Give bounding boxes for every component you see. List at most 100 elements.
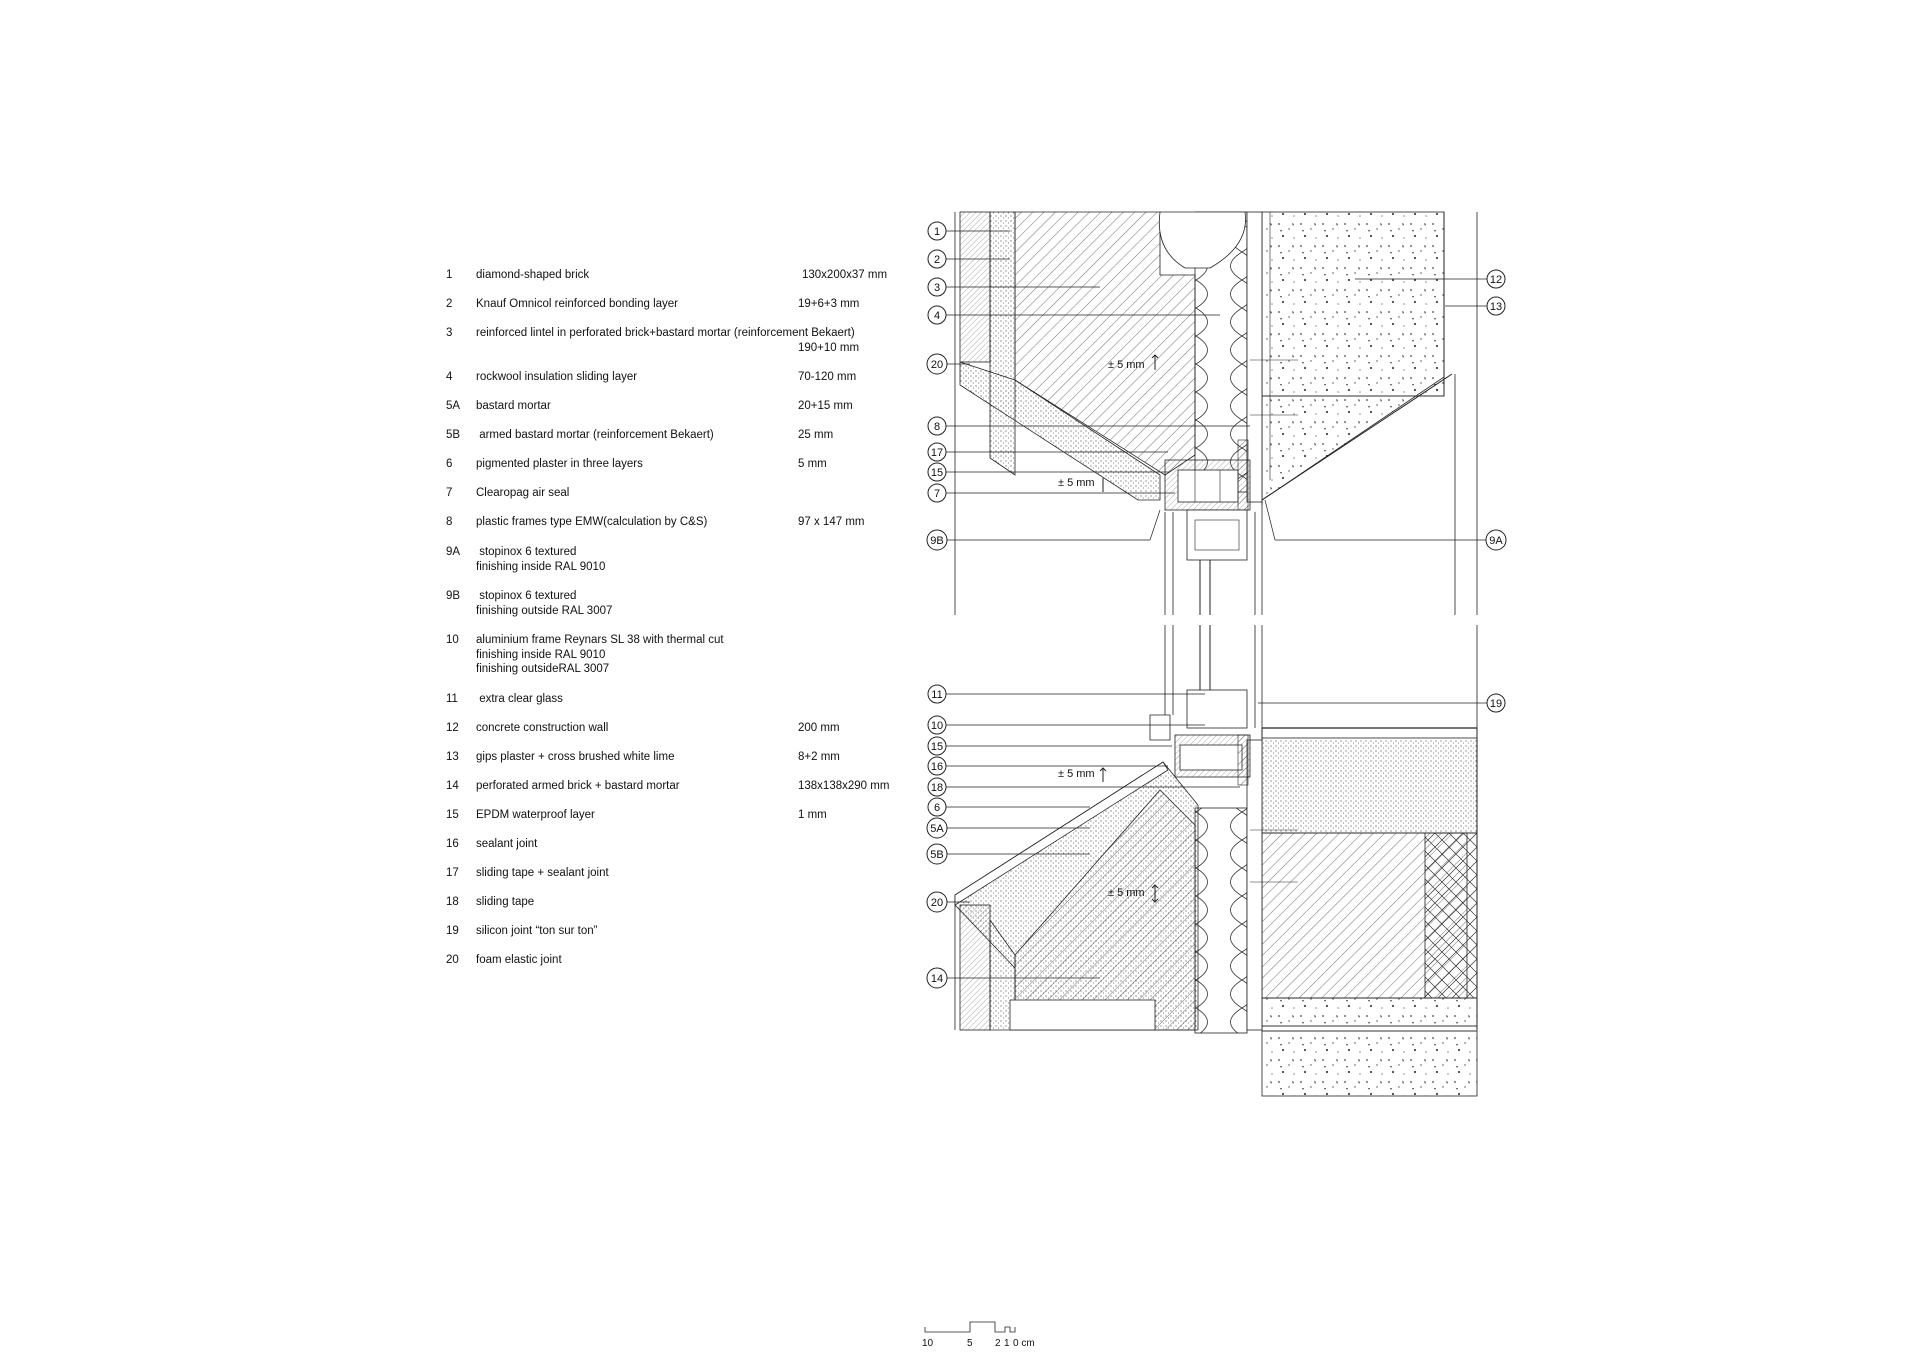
svg-text:18: 18 [931, 782, 943, 794]
svg-text:13: 13 [1490, 301, 1502, 313]
legend-dimension: 8+2 mm [798, 751, 840, 763]
legend-description: foam elastic joint [476, 954, 562, 966]
legend-dimension: 20+15 mm [798, 400, 853, 412]
callout-4: 4 [927, 305, 1220, 325]
svg-text:9B: 9B [930, 535, 943, 547]
callout-19: 19 [1258, 693, 1506, 713]
callout-9B: 9B [926, 509, 1161, 551]
legend-number: 2 [446, 298, 453, 310]
scale-label-5: 5 [967, 1338, 973, 1349]
legend-dimension: 5 mm [798, 458, 827, 470]
svg-text:12: 12 [1490, 274, 1502, 286]
callout-20: 20 [926, 353, 970, 375]
svg-text:8: 8 [934, 421, 940, 433]
callout-3: 3 [927, 277, 1100, 297]
callout-15-bottom: 15 [927, 736, 1172, 756]
scale-label-10: 10 [922, 1338, 934, 1349]
callout-11: 11 [927, 684, 1205, 704]
legend-number: 14 [446, 780, 459, 792]
tolerance-label: ± 5 mm [1058, 768, 1095, 780]
legend-description: rockwool insulation sliding layer [476, 371, 638, 383]
callout-14: 14 [926, 967, 1100, 989]
callout-20-bottom: 20 [926, 891, 970, 913]
legend-description: armed bastard mortar (reinforcement Beka… [476, 429, 714, 441]
svg-text:11: 11 [931, 689, 942, 701]
callout-5A: 5A [926, 817, 1090, 839]
svg-text:6: 6 [934, 802, 940, 814]
svg-text:16: 16 [931, 761, 943, 773]
legend-description: reinforced lintel in perforated brick+ba… [476, 327, 855, 339]
legend-number: 18 [446, 896, 459, 908]
legend-number: 11 [446, 693, 458, 705]
callout-16: 16 [927, 756, 1168, 776]
callout-10: 10 [927, 715, 1205, 735]
callouts-left: 1 2 3 4 20 8 17 15 7 9B 11 10 15 16 18 6… [926, 221, 1250, 989]
legend-number: 19 [446, 925, 459, 937]
legend-number: 5A [446, 400, 461, 412]
legend-description: perforated armed brick + bastard mortar [476, 780, 680, 792]
legend-description: pigmented plaster in three layers [476, 458, 643, 470]
legend-description: aluminium frame Reynars SL 38 with therm… [476, 634, 724, 675]
legend-number: 17 [446, 867, 459, 879]
tolerance-label: ± 5 mm [1108, 359, 1145, 371]
svg-text:15: 15 [931, 467, 943, 479]
legend-dimension: 19+6+3 mm [798, 298, 860, 310]
scale-label-0: 0 cm [1013, 1338, 1035, 1349]
legend-description: extra clear glass [476, 693, 563, 705]
legend-number: 4 [446, 371, 453, 383]
legend-description: EPDM waterproof layer [476, 809, 595, 821]
svg-text:4: 4 [934, 310, 940, 322]
legend-number: 9B [446, 590, 461, 602]
svg-text:5A: 5A [930, 823, 944, 835]
legend-number: 10 [446, 634, 459, 646]
callout-17: 17 [927, 442, 1168, 462]
legend-number: 3 [446, 327, 453, 339]
scale-label-2: 2 [995, 1338, 1001, 1349]
legend-number: 13 [446, 751, 459, 763]
legend-description: stopinox 6 textured finishing inside RAL… [476, 546, 606, 573]
svg-text:19: 19 [1490, 698, 1502, 710]
callout-7: 7 [927, 483, 1175, 503]
legend-description: sealant joint [476, 838, 538, 850]
legend-number: 20 [446, 954, 459, 966]
svg-text:5B: 5B [930, 849, 943, 861]
callout-6: 6 [927, 797, 1090, 817]
svg-text:7: 7 [934, 488, 940, 500]
legend-number: 7 [446, 487, 453, 499]
legend-description: silicon joint “ton sur ton” [476, 925, 598, 937]
legend-description: bastard mortar [476, 400, 551, 412]
legend-description: concrete construction wall [476, 722, 609, 734]
legend-number: 1 [446, 269, 453, 281]
legend-dimension: 25 mm [798, 429, 834, 441]
legend-description: sliding tape + sealant joint [476, 867, 609, 879]
legend-number: 15 [446, 809, 459, 821]
callouts-right: 12 13 9A 19 [1258, 269, 1507, 713]
legend-number: 8 [446, 516, 453, 528]
legend-dimension: 200 mm [798, 722, 840, 734]
callout-9A: 9A [1264, 499, 1507, 551]
legend-description: diamond-shaped brick [476, 269, 590, 281]
legend-description: sliding tape [476, 896, 535, 908]
callout-18: 18 [927, 777, 1240, 797]
legend-dimension: 70-120 mm [798, 371, 857, 383]
svg-text:10: 10 [931, 720, 943, 732]
legend-dimension: 130x200x37 mm [802, 269, 888, 281]
tolerance-labels: ± 5 mm ± 5 mm ± 5 mm ± 5 mm [1058, 354, 1159, 903]
legend-description: gips plaster + cross brushed white lime [476, 751, 675, 763]
callout-15: 15 [927, 462, 1170, 482]
svg-text:20: 20 [931, 897, 943, 909]
legend-description: Knauf Omnicol reinforced bonding layer [476, 298, 679, 310]
legend-number: 12 [446, 722, 459, 734]
svg-text:9A: 9A [1489, 535, 1503, 547]
legend-description: plastic frames type EMW(calculation by C… [476, 516, 708, 528]
svg-text:17: 17 [931, 447, 943, 459]
callout-8: 8 [927, 416, 1250, 436]
legend-number: 16 [446, 838, 459, 850]
legend-dimension: 190+10 mm [798, 342, 860, 354]
svg-text:2: 2 [934, 254, 940, 266]
tolerance-label: ± 5 mm [1058, 477, 1095, 489]
svg-text:14: 14 [931, 973, 943, 985]
legend-number: 9A [446, 546, 461, 558]
